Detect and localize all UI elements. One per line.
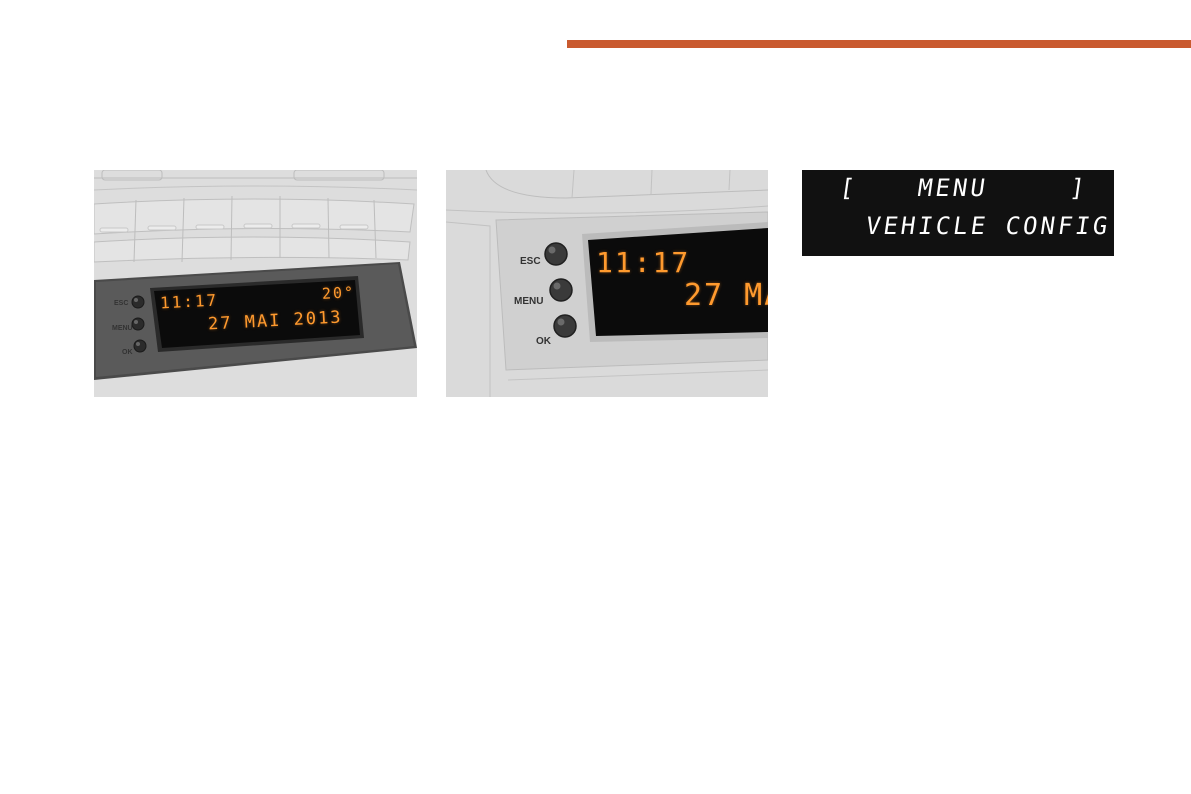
ok-label: OK — [122, 349, 133, 356]
buttons-closeup-figure: ESC MENU OK 11:17 27 MA — [446, 170, 768, 397]
menu-label: MENU — [514, 296, 544, 307]
lcd-menu-title: MENU — [916, 174, 990, 202]
lcd-bracket-left: [ — [838, 174, 860, 202]
clock-readout: 11:17 — [159, 290, 219, 313]
esc-label: ESC — [520, 256, 541, 267]
esc-label: ESC — [114, 300, 129, 307]
lcd-bracket-right: ] — [1068, 174, 1090, 202]
temperature-readout: 20° — [321, 283, 356, 303]
ok-label: OK — [536, 336, 551, 347]
menu-label: MENU — [112, 325, 133, 332]
clock-readout: 11:17 — [596, 246, 691, 279]
accent-rule — [567, 40, 1191, 48]
closeup-drawing — [446, 170, 768, 397]
date-readout: 27 MA — [684, 278, 768, 313]
lcd-menu-display: [ MENU ] VEHICLE CONFIG — [802, 170, 1114, 256]
lcd-menu-option: VEHICLE CONFIG — [864, 212, 1113, 240]
display-panel-figure: ESC MENU OK 11:17 20° 27 MAI 2013 — [94, 170, 417, 397]
dashboard-drawing — [94, 170, 417, 397]
